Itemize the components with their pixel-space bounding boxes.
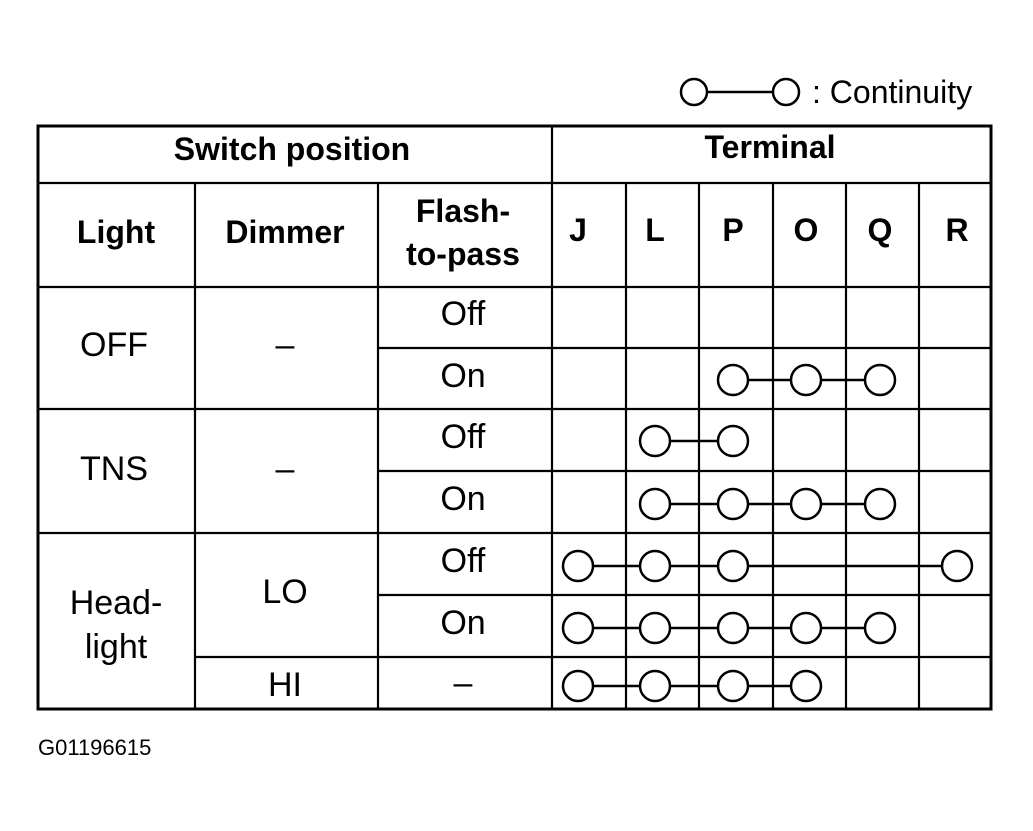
legend-circle-left — [679, 77, 709, 107]
light-off-label: OFF — [80, 326, 148, 364]
continuity-row-3 — [638, 424, 750, 458]
continuity-node-j — [561, 669, 595, 703]
flash-label: On — [440, 480, 485, 518]
continuity-row-4 — [638, 487, 897, 521]
continuity-node-j — [561, 549, 595, 583]
terminal-header-o: O — [794, 212, 819, 248]
legend: : Continuity — [679, 74, 972, 110]
table-grid — [38, 126, 991, 709]
terminal-header-r: R — [945, 212, 968, 248]
table-border — [36, 124, 993, 711]
continuity-node-q — [863, 611, 897, 645]
continuity-node-l — [638, 611, 672, 645]
dimmer-lo-label: LO — [262, 573, 307, 611]
dimmer-off-label: – — [276, 326, 295, 364]
continuity-node-l — [638, 669, 672, 703]
header-flash-line1: Flash- — [416, 193, 510, 229]
continuity-node-o — [789, 611, 823, 645]
continuity-row-5 — [561, 549, 974, 583]
continuity-node-q — [863, 487, 897, 521]
light-head-label-line2: light — [85, 628, 148, 666]
header-flash-line2: to-pass — [406, 236, 520, 272]
legend-label: : Continuity — [812, 74, 972, 110]
continuity-marks — [561, 363, 974, 703]
light-tns-label: TNS — [80, 450, 148, 488]
continuity-node-r — [940, 549, 974, 583]
dimmer-hi-label: HI — [268, 666, 302, 704]
continuity-node-l — [638, 549, 672, 583]
dimmer-tns-label: – — [276, 450, 295, 488]
terminal-header-q: Q — [868, 212, 893, 248]
header-terminal: Terminal — [705, 129, 836, 165]
legend-circle-right — [771, 77, 801, 107]
flash-label: – — [454, 664, 473, 702]
flash-label: Off — [441, 542, 486, 580]
continuity-node-p — [716, 424, 750, 458]
continuity-node-p — [716, 611, 750, 645]
continuity-node-o — [789, 487, 823, 521]
continuity-node-p — [716, 363, 750, 397]
terminal-header-p: P — [722, 212, 743, 248]
terminal-header-j: J — [569, 212, 587, 248]
continuity-node-p — [716, 487, 750, 521]
flash-label: Off — [441, 418, 486, 456]
terminal-header-l: L — [645, 212, 665, 248]
continuity-row-7 — [561, 669, 823, 703]
continuity-row-6 — [561, 611, 897, 645]
continuity-node-p — [716, 549, 750, 583]
light-head-label-line1: Head- — [70, 584, 163, 622]
continuity-row-2 — [716, 363, 897, 397]
continuity-node-o — [789, 363, 823, 397]
header-dimmer: Dimmer — [225, 214, 344, 250]
continuity-node-p — [716, 669, 750, 703]
flash-label: On — [440, 604, 485, 642]
continuity-node-q — [863, 363, 897, 397]
figure-code: G01196615 — [38, 735, 151, 760]
continuity-node-l — [638, 424, 672, 458]
flash-labels: Off On Off On Off On – — [440, 295, 486, 702]
continuity-node-o — [789, 669, 823, 703]
continuity-node-j — [561, 611, 595, 645]
flash-label: On — [440, 357, 485, 395]
continuity-node-l — [638, 487, 672, 521]
header-light: Light — [77, 214, 156, 250]
flash-label: Off — [441, 295, 486, 333]
header-switch-position: Switch position — [174, 131, 410, 167]
